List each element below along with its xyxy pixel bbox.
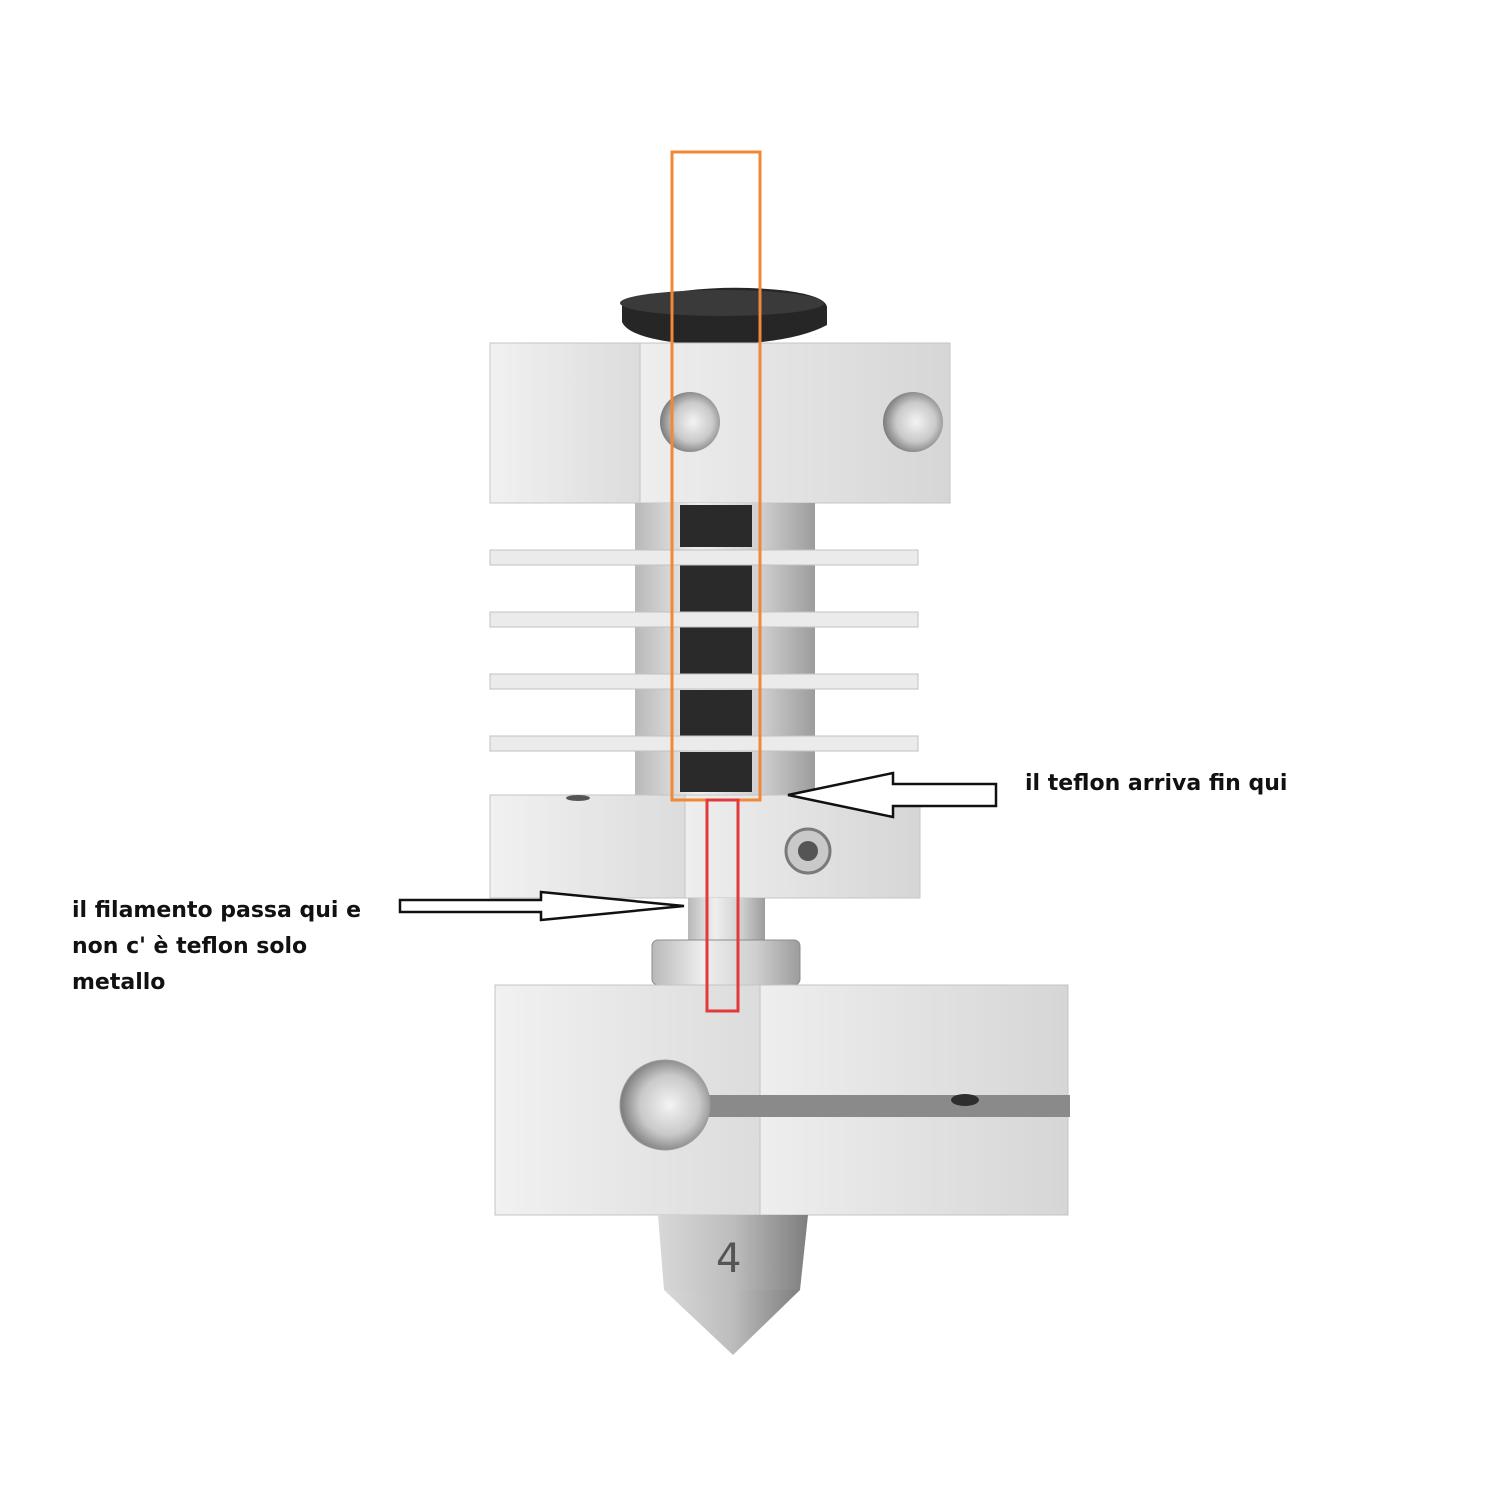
teflon-end-label: il teflon arriva fin qui <box>1025 771 1288 796</box>
top-cap <box>620 287 827 345</box>
heater-slit <box>700 1095 1070 1117</box>
heater-cartridge-hole <box>619 1059 711 1151</box>
cooling-fins <box>489 549 919 752</box>
heater-block <box>494 984 1070 1216</box>
core-dark-bands <box>680 505 752 792</box>
filament-path-label: il filamento passa qui e non c' è teflon… <box>72 893 361 1001</box>
top-block <box>489 342 951 504</box>
mount-hole <box>660 392 720 452</box>
metal-path-highlight-box <box>705 798 740 1013</box>
heatbreak <box>651 898 801 986</box>
filament-path-label-line: il filamento passa qui e <box>72 898 362 923</box>
clamp-block <box>489 794 921 899</box>
mount-hole <box>883 392 943 452</box>
nozzle: 4 <box>658 1215 808 1355</box>
teflon-end-arrow <box>787 771 998 819</box>
nozzle-size-marking: 4 <box>716 1236 741 1282</box>
filament-path-label-line: non c' è teflon solo <box>72 934 308 959</box>
filament-path-label-line: metallo <box>72 970 166 995</box>
filament-path-arrow <box>398 890 685 922</box>
